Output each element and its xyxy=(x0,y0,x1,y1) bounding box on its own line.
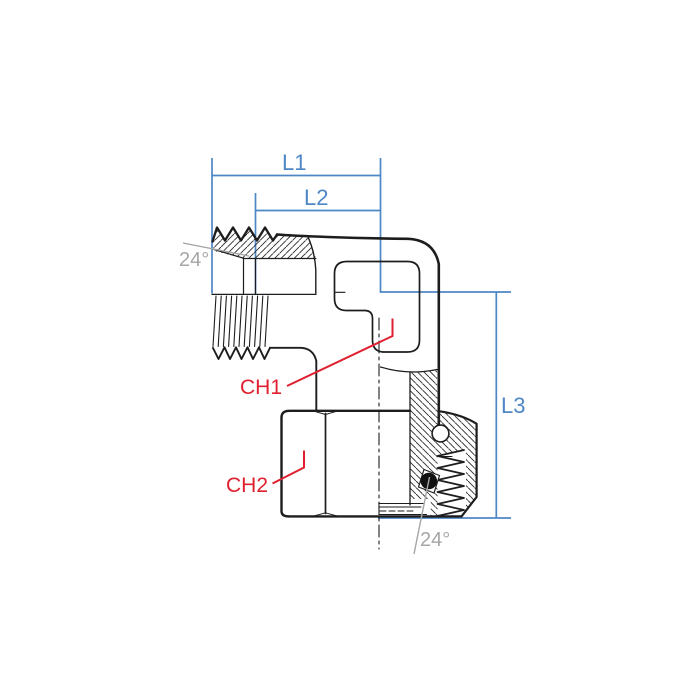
nut-left-edge xyxy=(280,416,290,518)
male-cone-angle-leader xyxy=(182,242,250,257)
body-fillet-curve xyxy=(307,236,317,295)
female-thread-zigzag xyxy=(436,449,465,517)
inner-passage-outline xyxy=(333,260,421,353)
male-thread-crest xyxy=(211,226,279,243)
male-cone-line xyxy=(213,248,317,260)
nut-top-edge xyxy=(280,409,412,419)
l2-label: L2 xyxy=(304,185,328,210)
fitting-outline xyxy=(211,226,478,550)
ch1-label: CH1 xyxy=(240,376,282,399)
nut-dome-edge xyxy=(437,410,478,518)
l1-l2-extension-right xyxy=(379,158,511,293)
angle-annotations xyxy=(182,242,431,555)
female-cone-angle-leader xyxy=(413,476,431,555)
angle-labels: 24° 24° xyxy=(179,249,450,551)
male-thread-tips xyxy=(212,346,271,360)
body-neck-edge xyxy=(269,346,318,412)
ch1-leader xyxy=(286,318,394,387)
male-cone-angle-label: 24° xyxy=(179,249,209,271)
male-thread-section-hatch xyxy=(212,227,316,259)
body-outer-edge xyxy=(275,233,441,427)
l3-label: L3 xyxy=(501,393,525,418)
male-thread-lines xyxy=(212,295,269,348)
female-cone-angle-label: 24° xyxy=(420,529,450,551)
tube-cone-lines xyxy=(378,502,428,516)
ch2-leader xyxy=(272,450,305,485)
callout-labels: CH1 CH2 xyxy=(226,376,282,497)
ch2-label: CH2 xyxy=(226,474,268,497)
dimension-labels: L1 L2 L3 xyxy=(282,150,525,418)
ball-detail xyxy=(431,424,450,443)
nut-hex-chamfers xyxy=(313,410,338,517)
l1-label: L1 xyxy=(282,150,306,175)
dimension-lines xyxy=(211,158,511,519)
callout-leaders xyxy=(272,318,394,485)
